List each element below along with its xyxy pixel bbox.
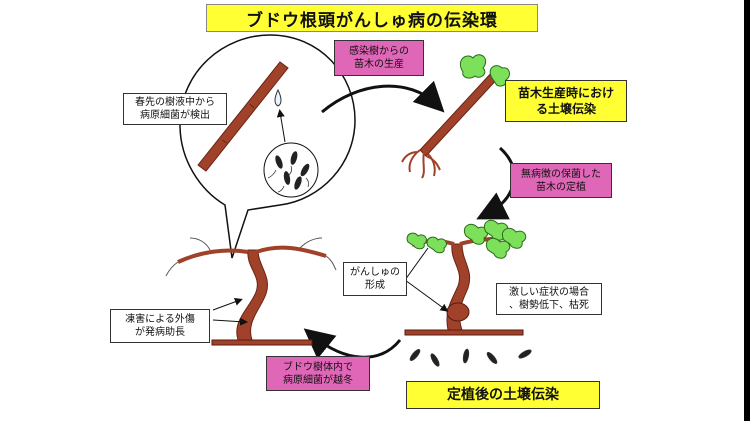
label-gall-formation: がんしゅの 形成 (343, 262, 407, 296)
right-edge-bar (744, 0, 750, 421)
label-sap-detection: 春先の樹液中から 病原細菌が検出 (123, 93, 227, 125)
detection-arrow (276, 109, 286, 143)
grapevine-icon-left (165, 237, 337, 346)
page-title: ブドウ根頭がんしゅ病の伝染環 (206, 4, 538, 32)
label-post-planting-soil-infection: 定植後の土壌伝染 (406, 381, 600, 409)
label-frost-injury: 凍害による外傷 が発病助長 (110, 309, 210, 343)
gall-pointer (404, 279, 449, 312)
label-severe-symptoms: 激しい症状の場合 、樹勢低下、枯死 (496, 283, 602, 315)
cycle-arrow-bottom (303, 328, 402, 359)
bacteria-icon (263, 142, 319, 198)
label-infected-tree-to-seedling: 感染樹からの 苗木の生産 (334, 40, 424, 76)
label-overwintering: ブドウ樹体内で 病原細菌が越冬 (266, 356, 370, 391)
soil-bacteria-icons (409, 348, 532, 367)
cycle-arrow-top (321, 80, 445, 114)
droplet-icon (274, 88, 282, 107)
label-healthy-seedling-planting: 無病徴の保菌した 苗木の定植 (510, 163, 612, 198)
grapevine-icon-right (404, 219, 527, 336)
frost-pointer (212, 297, 243, 311)
frost-pointer-2 (212, 317, 248, 326)
gall-pointer-2 (404, 247, 429, 281)
cut-branch-icon (197, 61, 289, 172)
gall-icon (446, 302, 470, 322)
label-seedling-soil-infection: 苗木生産時におけ る土壌伝染 (505, 80, 627, 122)
seedling-icon (401, 54, 510, 179)
magnifier-callout (179, 34, 356, 259)
